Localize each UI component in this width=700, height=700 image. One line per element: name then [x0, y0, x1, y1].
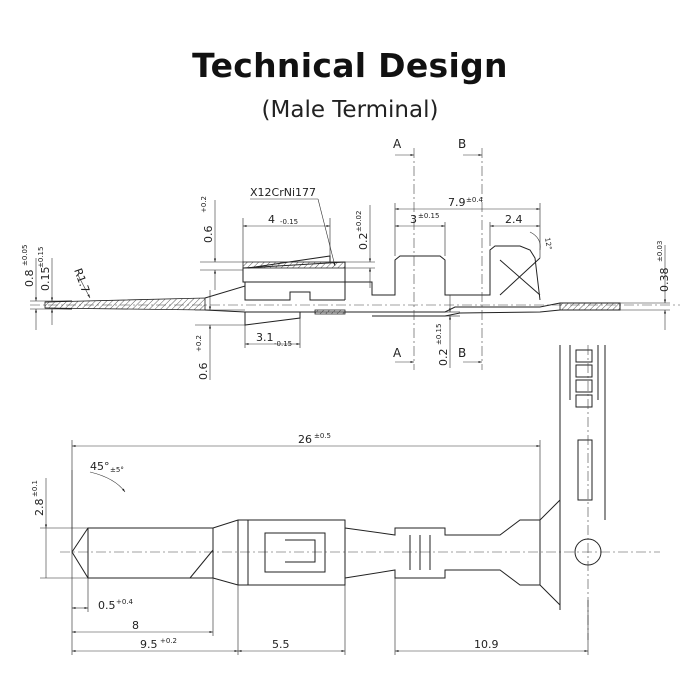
section-a-label-bottom: A [393, 346, 402, 360]
crimp-wings-outline [345, 245, 541, 301]
spring-box-sides [244, 282, 346, 300]
tol-0-2-top: ±0.02 [355, 211, 363, 232]
top-view: 26 ±0.5 45° ±5° 2.8 ±0.1 0.5 +0.4 8 9.5 [31, 345, 660, 655]
dim-0-2-bot: 0.2 [437, 349, 450, 367]
dim-5-5: 5.5 [272, 638, 290, 651]
dim-26: 26 [298, 433, 312, 446]
angle-45: 45° [90, 460, 110, 473]
section-b-label-bottom: B [458, 346, 466, 360]
material-label: X12CrNi177 [250, 186, 316, 199]
dim-3-1: 3.1 [256, 331, 274, 344]
body-top-outline [212, 519, 346, 586]
page-title: Technical Design [192, 46, 508, 85]
angle-12: 12° [543, 237, 553, 251]
dim-0-15: 0.15 [39, 267, 52, 292]
dim-0-2-top: 0.2 [357, 233, 370, 251]
pin-section [44, 297, 206, 311]
page-subtitle: (Male Terminal) [261, 97, 439, 123]
spring-tongue-top [264, 532, 326, 573]
crimp-serrations [409, 535, 431, 570]
spring-box-top-hatch [242, 261, 346, 269]
tol-2-8: ±0.1 [31, 480, 39, 497]
section-a-label-top: A [393, 137, 402, 151]
dim-2-8: 2.8 [33, 499, 46, 517]
tol-0-8: ±0.05 [21, 245, 29, 266]
tol-0-15: ±0.15 [37, 247, 45, 268]
radius-leader [77, 274, 91, 299]
dim-2-4: 2.4 [505, 213, 523, 226]
carrier-slot [577, 439, 593, 501]
tol-0-6-bot: +0.2 [195, 335, 203, 352]
tol-9-5: +0.2 [160, 637, 177, 645]
carrier-strip-hatch [559, 302, 621, 311]
tol-0-2-bot: ±0.15 [435, 324, 443, 345]
body-upper-outline [204, 285, 345, 301]
tol-3: ±0.15 [418, 212, 439, 220]
tol-7-9: ±0.4 [466, 196, 484, 204]
tol-0-6-top: +0.2 [200, 196, 208, 213]
tol-0-5: +0.4 [116, 598, 134, 606]
angle-arc [529, 231, 541, 251]
tol-0-38: ±0.03 [656, 241, 664, 262]
carrier-strip-outline [559, 345, 606, 610]
insulation-crimp-cross [499, 257, 541, 296]
dim-0-6-top: 0.6 [202, 226, 215, 244]
dim-8: 8 [132, 619, 139, 632]
dim-0-6-bot: 0.6 [197, 363, 210, 381]
tol-angle-45: ±5° [110, 466, 124, 474]
tol-3-1: -0.15 [274, 340, 292, 348]
lower-lance-hatch [314, 309, 346, 315]
material-leader [317, 198, 336, 267]
carrier-strip-inner [569, 345, 599, 400]
angle-45-arc [89, 471, 126, 493]
dim-0-38: 0.38 [658, 268, 671, 293]
tol-4: -0.15 [280, 218, 298, 226]
dim-0-5: 0.5 [98, 599, 116, 612]
dim-7-9: 7.9 [448, 196, 466, 209]
dim-10-9: 10.9 [474, 638, 499, 651]
crimp-top-outline [344, 519, 541, 586]
section-b-label-top: B [458, 137, 466, 151]
dim-9-5: 9.5 [140, 638, 158, 651]
dim-4: 4 [268, 213, 275, 226]
dim-3: 3 [410, 213, 417, 226]
pin-top-outline [71, 527, 214, 579]
radius-label: R1.7 [71, 267, 92, 295]
side-view: A B A B X12CrNi177 R1.7 0.8 ±0.05 0.15 ±… [21, 137, 680, 380]
dim-0-8: 0.8 [23, 270, 36, 288]
tol-26: ±0.5 [314, 432, 331, 440]
lower-lance [244, 312, 301, 326]
